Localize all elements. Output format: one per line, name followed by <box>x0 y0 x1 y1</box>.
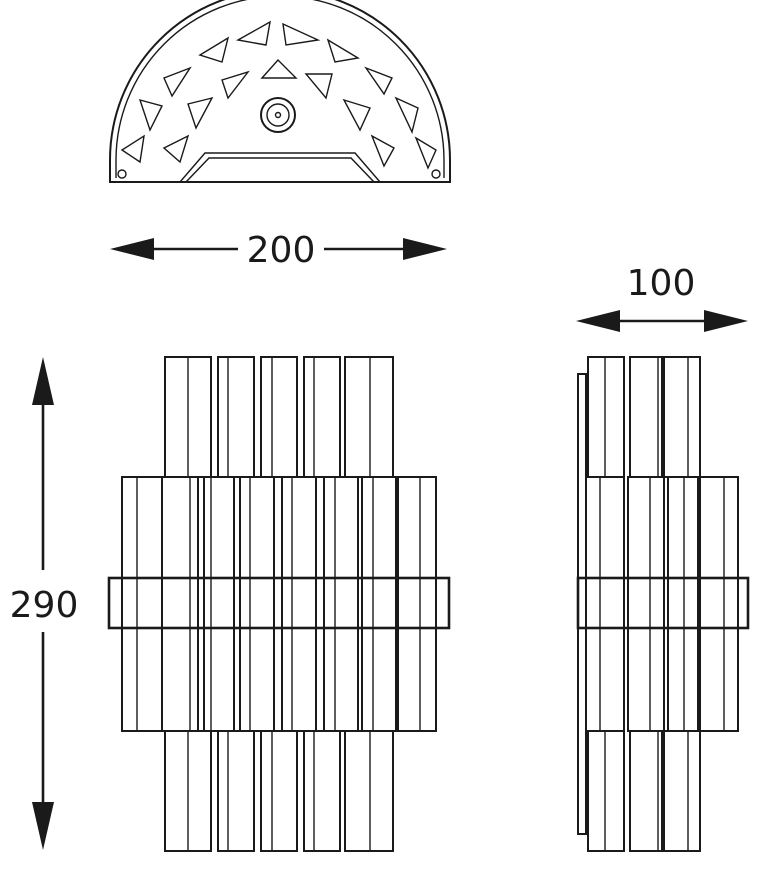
screw-left <box>117 169 127 179</box>
front-lower-tier <box>164 730 394 852</box>
height-label: 290 <box>10 585 79 626</box>
depth-arrow-left <box>576 310 620 332</box>
side-middle-tier <box>585 476 739 732</box>
side-lower-tier <box>587 730 701 852</box>
front-view <box>107 356 451 852</box>
depth-arrow-right <box>704 310 748 332</box>
top-view-inner-arc <box>115 0 445 178</box>
front-center-band <box>107 576 451 630</box>
width-arrow-right <box>403 238 447 260</box>
height-arrow-bottom <box>32 802 54 850</box>
screw-right <box>431 169 441 179</box>
width-dimension: 200 <box>110 230 447 271</box>
center-mount-inner <box>266 103 290 127</box>
top-view <box>109 0 451 183</box>
crystal-pattern <box>120 20 437 170</box>
top-view-outline <box>109 0 451 183</box>
depth-dimension: 100 <box>576 263 748 332</box>
side-center-band <box>576 576 750 630</box>
depth-label: 100 <box>627 263 696 304</box>
width-label: 200 <box>247 230 316 271</box>
front-upper-tier <box>164 356 394 478</box>
height-arrow-top <box>32 357 54 405</box>
side-view <box>576 356 750 852</box>
mounting-bracket <box>179 152 381 183</box>
front-middle-tier <box>121 476 437 732</box>
center-mount-outer <box>260 97 296 133</box>
height-dimension: 290 <box>10 357 79 850</box>
width-arrow-left <box>110 238 154 260</box>
